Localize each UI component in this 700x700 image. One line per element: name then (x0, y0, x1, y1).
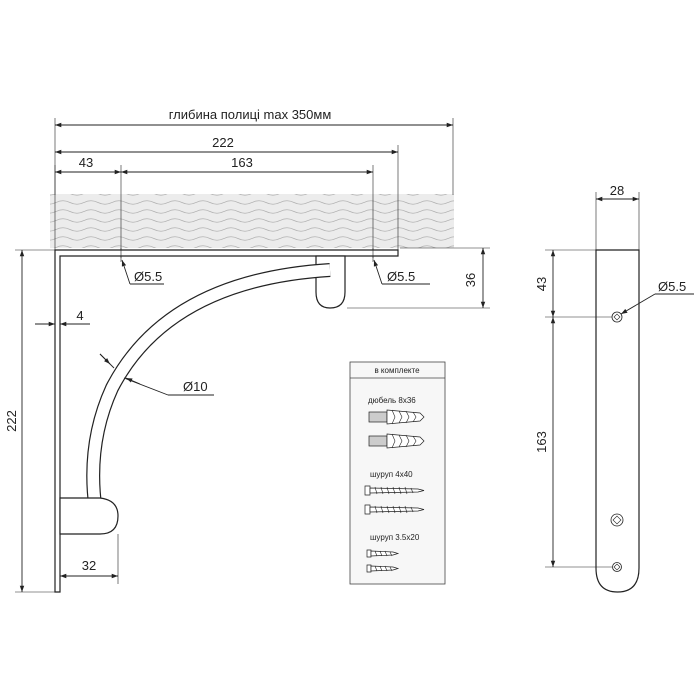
tube-diameter-callout: Ø10 (99, 353, 214, 396)
screw-icon (364, 504, 425, 515)
svg-text:Ø10: Ø10 (183, 379, 208, 394)
screw-label: шуруп 4х40 (370, 470, 413, 479)
hole-spacing-label: 163 (231, 155, 253, 170)
bottom-pad (59, 497, 119, 535)
first-hole-offset-label: 43 (79, 155, 93, 170)
side-middle-hole (610, 513, 624, 527)
height-dimension: 222 (4, 249, 55, 593)
small-screw-icon (366, 549, 400, 558)
bracket-side-view (595, 249, 640, 593)
shelf-depth-dimension: глибина полиці max 350мм (54, 107, 454, 195)
top-pad-height-dimension: 36 (347, 247, 490, 309)
side-plate (595, 249, 640, 593)
tube-diameter-symbol: Ø (183, 379, 193, 394)
svg-text:Ø5.5: Ø5.5 (387, 269, 415, 284)
side-width-dimension: 28 (595, 183, 640, 250)
top-pad-height-label: 36 (463, 273, 478, 287)
height-label: 222 (4, 410, 19, 432)
kit-title: в комплекте (374, 366, 420, 375)
right-hole-symbol: Ø (387, 269, 397, 284)
arm-length-label: 222 (212, 135, 234, 150)
side-hole-label: 5.5 (668, 279, 686, 294)
dowel-icon (368, 409, 425, 425)
bracket-front-view (54, 248, 399, 593)
arm-length-dimension: 222 (55, 135, 399, 255)
side-hole-callout: Ø5.5 (620, 279, 694, 315)
dowel-icon (368, 433, 425, 449)
small-screw-label: шуруп 3.5х20 (370, 533, 420, 542)
left-hole-label: 5.5 (144, 269, 162, 284)
svg-text:Ø5.5: Ø5.5 (134, 269, 162, 284)
shelf-board (50, 194, 454, 248)
side-hole-symbol: Ø (658, 279, 668, 294)
small-screw-icon (366, 564, 400, 573)
screw-icon (364, 485, 425, 496)
tube-diameter-label: 10 (193, 379, 207, 394)
side-top-offset-label: 43 (534, 277, 549, 291)
left-hole-symbol: Ø (134, 269, 144, 284)
right-hole-label: 5.5 (397, 269, 415, 284)
side-vertical-dimensions: 43 163 (534, 249, 612, 568)
plate-thickness-label: 4 (76, 308, 83, 323)
foot-length-label: 32 (82, 558, 96, 573)
hole-spacing-dimension: 43 163 (54, 155, 374, 262)
kit-panel: в комплекте дюбель 8х36 шуруп 4х40 шуруп… (349, 361, 446, 585)
svg-text:Ø5.5: Ø5.5 (658, 279, 686, 294)
side-top-hole (611, 311, 623, 323)
dowel-label: дюбель 8х36 (368, 396, 416, 405)
side-bottom-hole (612, 562, 622, 572)
right-hole-callout: Ø5.5 (373, 259, 430, 285)
shelf-depth-label: глибина полиці max 350мм (169, 107, 332, 122)
plate-thickness-dimension: 4 (35, 308, 90, 327)
side-width-label: 28 (610, 183, 624, 198)
foot-length-dimension: 32 (60, 534, 119, 584)
side-spacing-label: 163 (534, 431, 549, 453)
left-hole-callout: Ø5.5 (121, 259, 164, 285)
